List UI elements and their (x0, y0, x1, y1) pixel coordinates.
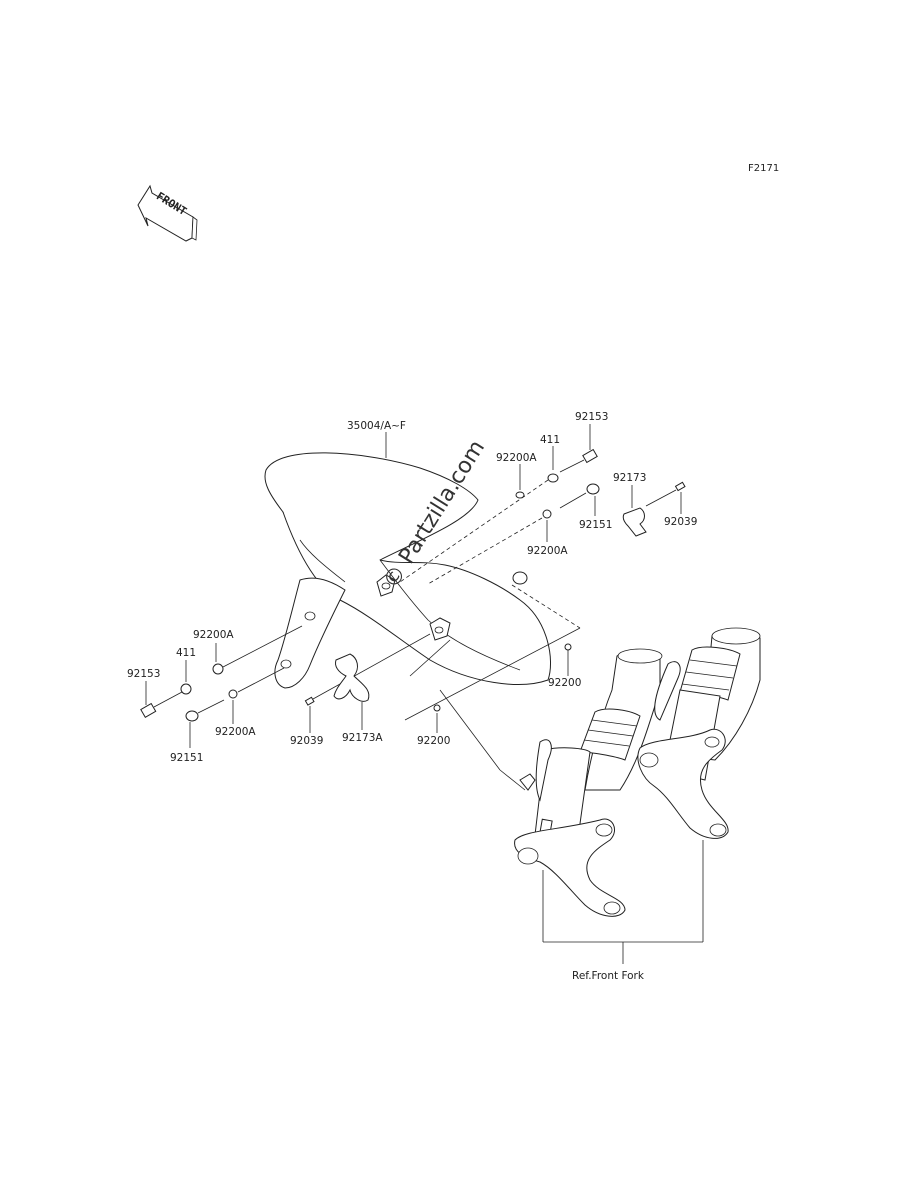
bolt-92153-left[interactable] (140, 691, 183, 719)
label-92151-left[interactable]: 92151 (170, 752, 203, 764)
washer-411-right[interactable] (547, 473, 559, 483)
nut-92200-left[interactable] (433, 704, 441, 712)
washer-92200a-left[interactable] (212, 663, 224, 675)
diagram-id: F2171 (748, 163, 779, 174)
clamp-92173-right[interactable] (622, 507, 647, 537)
label-92200a-left[interactable]: 92200A (193, 629, 234, 641)
bolt-92151-right[interactable] (559, 483, 600, 509)
washer-92200a-right-lower[interactable] (542, 509, 552, 519)
label-92153-left[interactable]: 92153 (127, 668, 160, 680)
label-92039-right[interactable]: 92039 (664, 516, 697, 528)
front-fender[interactable] (264, 452, 551, 689)
screw-92039-right[interactable] (645, 481, 686, 507)
label-411-right[interactable]: 411 (540, 434, 560, 446)
front-fork-left[interactable] (514, 648, 663, 917)
washer-411-left[interactable] (180, 683, 192, 695)
label-92200a-top-right[interactable]: 92200A (496, 452, 537, 464)
label-92153-right[interactable]: 92153 (575, 411, 608, 423)
label-92200-right[interactable]: 92200 (548, 677, 581, 689)
front-fork-right[interactable] (637, 627, 761, 839)
front-arrow-icon: FRONT (137, 184, 198, 242)
label-92039-left[interactable]: 92039 (290, 735, 323, 747)
washer-92200a-left-lower[interactable] (228, 689, 238, 699)
label-411-left[interactable]: 411 (176, 647, 196, 659)
label-92200-left[interactable]: 92200 (417, 735, 450, 747)
clamp-92173a-left[interactable] (333, 653, 370, 702)
washer-92200a-top-right[interactable] (515, 491, 525, 499)
label-92173a-left[interactable]: 92173A (342, 732, 383, 744)
fender-label[interactable]: 35004/A~F (347, 420, 406, 432)
nut-92200-right[interactable] (564, 643, 572, 651)
bolt-92151-left[interactable] (185, 699, 225, 722)
bolt-92153-right[interactable] (559, 448, 598, 473)
label-92200a-right-lower[interactable]: 92200A (527, 545, 568, 557)
label-92151-right[interactable]: 92151 (579, 519, 612, 531)
label-92200a-left-lower[interactable]: 92200A (215, 726, 256, 738)
label-92173-right[interactable]: 92173 (613, 472, 646, 484)
ref-front-fork-label: Ref.Front Fork (572, 970, 645, 982)
screw-92039-left[interactable] (304, 633, 431, 706)
